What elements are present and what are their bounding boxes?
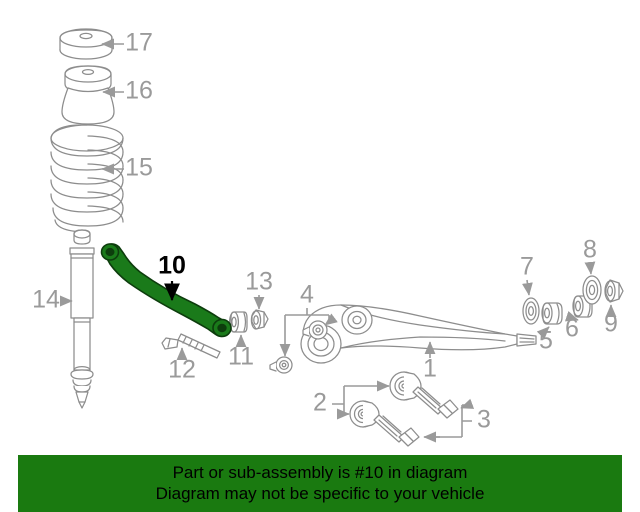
callout-label-15: 15 [125,154,153,182]
leader-3 [423,398,475,443]
part-2-bushings [349,371,422,428]
callout-label-2: 2 [313,389,327,417]
callout-label-3: 3 [477,406,491,434]
callout-label-13: 13 [245,268,273,296]
callout-label-14: 14 [32,286,60,314]
leader-2 [332,380,390,420]
callout-label-12: 12 [168,356,196,384]
leader-6 [564,311,579,322]
part-3-bolts [373,386,459,447]
callout-label-9: 9 [604,310,618,338]
leader-8 [584,261,596,275]
part-1-control-arm [300,304,537,364]
part-9-nut [604,279,624,303]
callout-label-17: 17 [125,29,153,57]
part-8-washer [582,275,602,305]
callout-label-7: 7 [520,253,534,281]
part-notice-banner: Part or sub-assembly is #10 in diagram D… [18,455,622,512]
leader-5 [536,326,550,340]
callout-label-11: 11 [228,343,254,371]
part-16-jounce-bumper [61,65,115,125]
leader-7 [522,279,533,296]
part-4-bushings [269,320,328,374]
part-5-bushing [541,302,563,325]
part-7-washer [522,297,540,325]
banner-line-2: Diagram may not be specific to your vehi… [155,484,485,503]
callout-label-1: 1 [423,355,437,383]
callout-label-16: 16 [125,77,153,105]
callout-label-8: 8 [583,236,597,264]
part-15-coil-spring [50,124,124,233]
callout-label-6: 6 [565,315,579,343]
callout-label-4: 4 [300,281,314,309]
part-12-bolt [161,333,221,359]
part-13-nut [250,309,269,330]
banner-line-1: Part or sub-assembly is #10 in diagram [172,463,468,482]
callout-labels: 1 2 3 4 5 6 7 8 9 10 11 12 13 14 15 16 1… [32,29,618,434]
callout-label-5: 5 [539,327,553,355]
part-11-sleeve [228,311,248,333]
leader-4 [279,308,338,357]
part-14-shock-absorber [69,229,95,409]
part-17-upper-mount [59,28,113,60]
callout-label-10: 10 [158,252,186,280]
